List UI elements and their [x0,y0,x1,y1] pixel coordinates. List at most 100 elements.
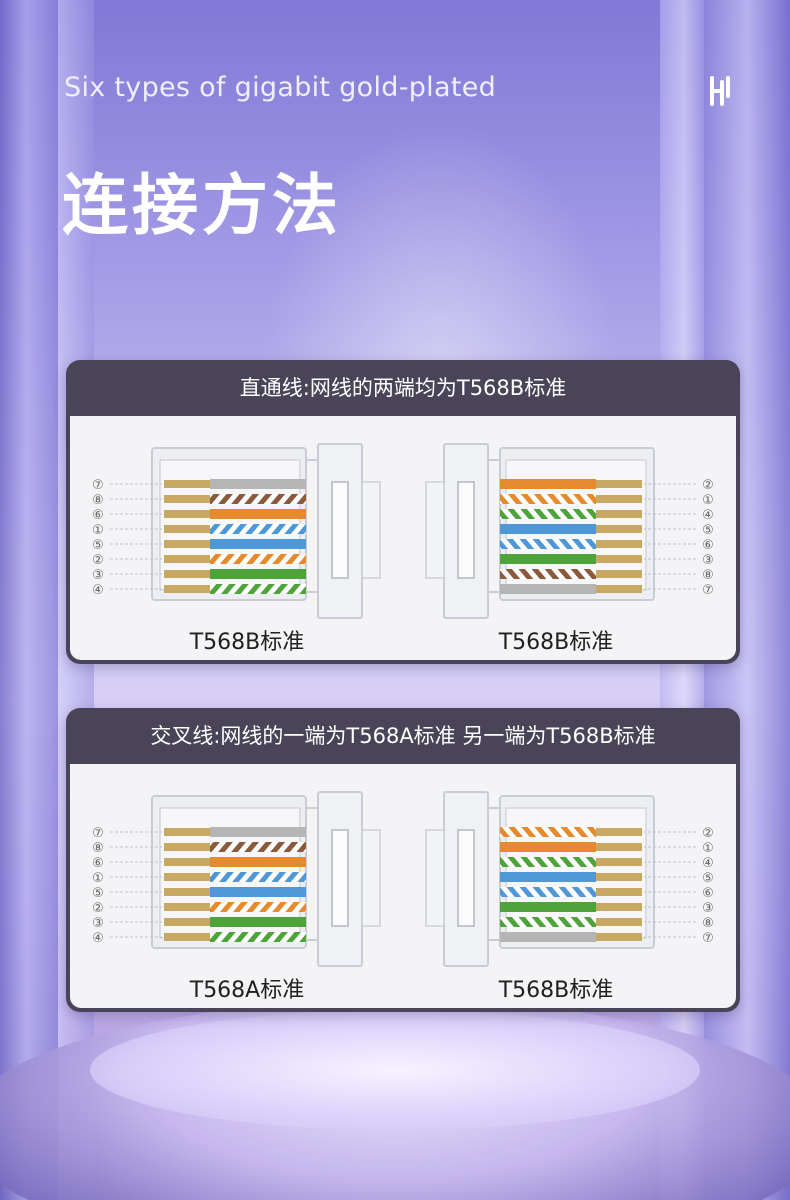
gold-contact [596,510,642,518]
wire-4 [500,524,596,534]
wire-5 [210,539,306,549]
gold-contact [164,540,210,548]
latch-tab [361,829,381,927]
wire-7 [210,917,306,927]
latch-tab [425,481,445,579]
wire-5 [210,887,306,897]
wire-1 [500,479,596,489]
gold-contact [164,570,210,578]
pin-number-label: ③ [92,916,104,931]
latch-window [457,481,475,579]
panel-header: 交叉线:网线的一端为T568A标准 另一端为T568B标准 [150,724,656,748]
pin-number-label: ⑦ [92,826,104,841]
latch-window [457,829,475,927]
wire-2 [210,494,306,504]
pin-number-label: ④ [702,856,714,871]
wire-7 [500,917,596,927]
pin-number-label: ⑧ [702,916,714,931]
pin-number-label: ⑤ [702,523,714,538]
pin-number-label: ④ [702,508,714,523]
wire-6 [500,902,596,912]
brand-logo-icon [710,76,730,106]
gold-contact [596,555,642,563]
wire-4 [210,524,306,534]
gold-contact [596,540,642,548]
gold-contact [596,903,642,911]
wire-1 [210,479,306,489]
pin-number-label: ⑥ [92,856,104,871]
wire-3 [210,509,306,519]
latch-tab [425,829,445,927]
pin-number-label: ⑦ [702,583,714,598]
decor-pillar-left [0,0,58,1200]
wire-4 [500,872,596,882]
latch-tab [361,481,381,579]
pin-number-label: ⑥ [92,508,104,523]
gold-contact [596,858,642,866]
pin-number-label: ② [702,826,714,841]
panel-header: 直通线:网线的两端均为T568B标准 [239,376,567,400]
connector [110,443,381,619]
subtitle: Six types of gigabit gold-plated [64,72,497,103]
wire-6 [210,902,306,912]
gold-contact [164,585,210,593]
wire-7 [500,569,596,579]
gold-contact [164,933,210,941]
pin-number-label: ③ [702,553,714,568]
gold-contact [596,843,642,851]
left-standard-label: T568A标准 [189,978,305,1003]
pin-number-label: ① [702,841,714,856]
pin-number-label: ④ [92,583,104,598]
connector [110,791,381,967]
pin-number-label: ① [702,493,714,508]
pin-number-label: ① [92,871,104,886]
latch-window [331,481,349,579]
gold-contact [164,873,210,881]
gold-contact [164,888,210,896]
wire-1 [500,827,596,837]
gold-contact [164,495,210,503]
connector [425,791,696,967]
gold-contact [164,555,210,563]
gold-contact [596,918,642,926]
pin-number-label: ② [92,901,104,916]
pin-number-label: ⑦ [92,478,104,493]
right-standard-label: T568B标准 [498,978,614,1003]
wire-5 [500,887,596,897]
wire-2 [500,842,596,852]
pin-number-label: ⑧ [92,841,104,856]
pin-number-label: ④ [92,931,104,946]
wire-3 [210,857,306,867]
gold-contact [596,585,642,593]
pin-number-label: ③ [92,568,104,583]
connector [425,443,696,619]
gold-contact [164,510,210,518]
right-standard-label: T568B标准 [498,630,614,655]
gold-contact [596,888,642,896]
latch-window [331,829,349,927]
gold-contact [164,843,210,851]
gold-contact [164,918,210,926]
wire-2 [210,842,306,852]
wire-8 [210,932,306,942]
pin-number-label: ⑤ [92,886,104,901]
pin-number-label: ⑥ [702,538,714,553]
wire-6 [500,554,596,564]
gold-contact [164,858,210,866]
wire-8 [210,584,306,594]
gold-contact [596,570,642,578]
gold-contact [596,873,642,881]
pin-number-label: ② [92,553,104,568]
wire-7 [210,569,306,579]
gold-contact [596,933,642,941]
left-standard-label: T568B标准 [189,630,305,655]
pin-number-label: ⑧ [702,568,714,583]
pin-number-label: ① [92,523,104,538]
